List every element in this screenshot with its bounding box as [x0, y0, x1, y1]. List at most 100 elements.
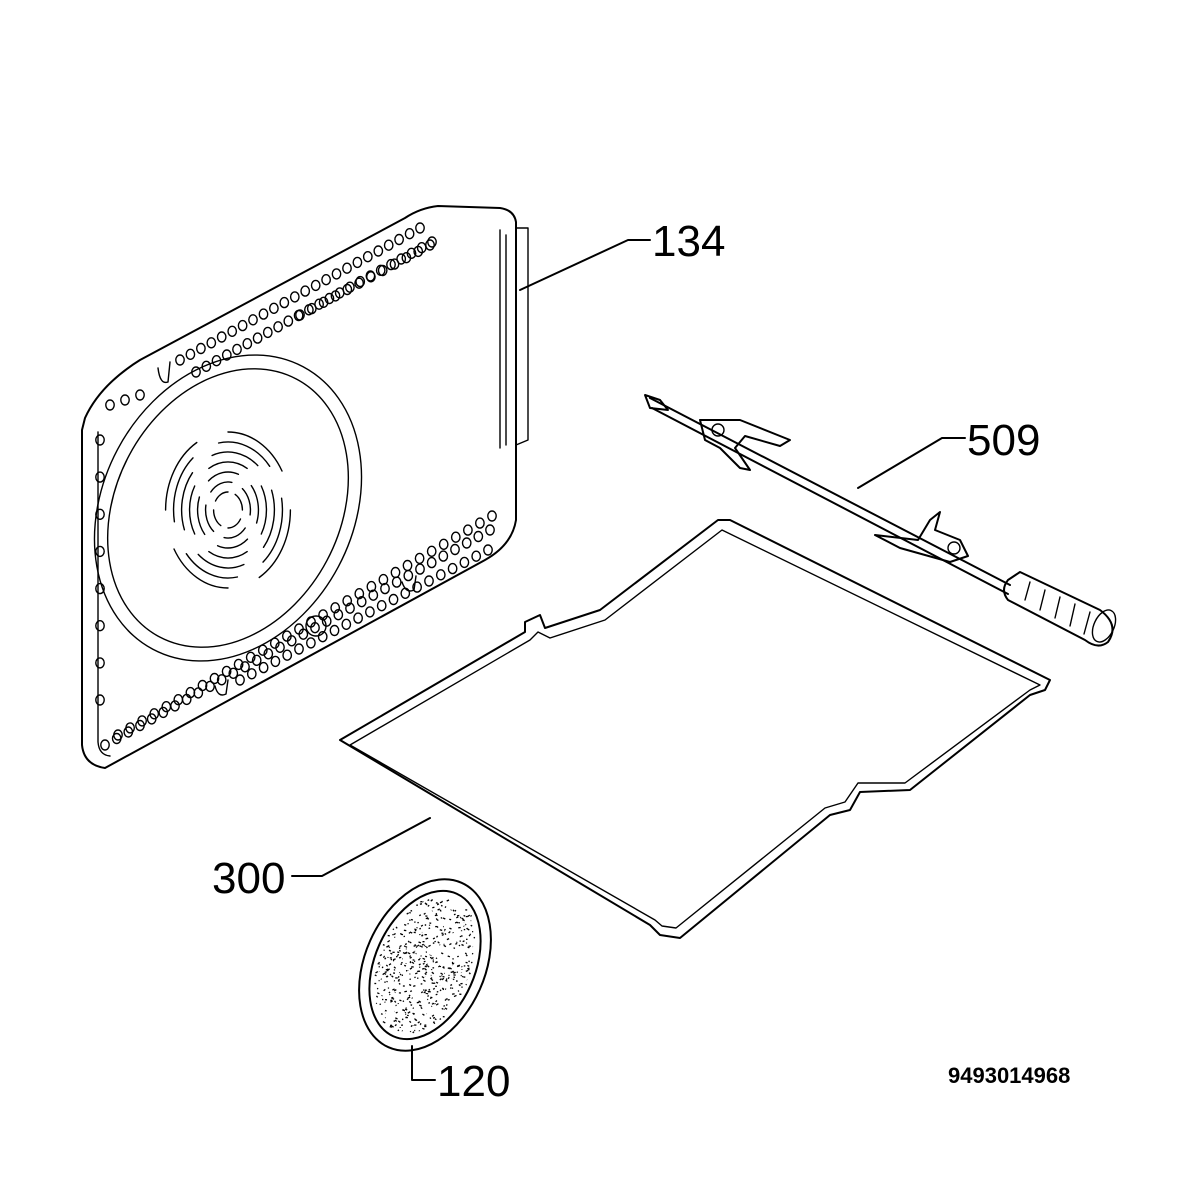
mesh-speck — [429, 922, 432, 925]
vent-hole — [324, 292, 335, 305]
mesh-speck — [439, 989, 442, 992]
mesh-speck — [409, 978, 412, 981]
mesh-speck — [398, 947, 401, 950]
vent-hole — [414, 552, 425, 565]
mesh-speck — [435, 1000, 438, 1003]
vent-hole — [373, 245, 384, 257]
mesh-speck — [419, 1004, 422, 1007]
vent-hole — [235, 674, 245, 686]
mesh-speck — [420, 924, 424, 927]
vent-hole — [378, 573, 389, 586]
vent-hole — [380, 582, 390, 595]
mesh-speck — [413, 945, 416, 947]
mesh-speck — [424, 972, 427, 976]
fan-grille-slot — [164, 441, 198, 511]
mesh-speck — [393, 932, 396, 936]
mesh-speck — [434, 1018, 437, 1021]
vent-hole — [365, 271, 376, 283]
mesh-speck — [384, 971, 388, 974]
mesh-speck — [442, 975, 445, 978]
mesh-speck — [422, 1013, 425, 1016]
fan-grille-slot — [262, 497, 284, 563]
mesh-speck — [405, 946, 408, 948]
mesh-speck — [425, 903, 428, 906]
vent-hole — [232, 343, 242, 356]
gasket-frame-inner — [349, 529, 1041, 929]
mesh-speck — [415, 952, 417, 955]
vent-hole — [95, 508, 105, 520]
mesh-speck — [453, 913, 456, 916]
vent-hole — [412, 581, 422, 593]
vent-hole — [221, 665, 232, 678]
fan-grille-slot — [196, 496, 206, 536]
vent-hole — [330, 290, 341, 302]
vent-hole — [262, 326, 273, 339]
vent-hole — [185, 348, 196, 360]
vent-hole — [345, 602, 355, 614]
vent-hole — [206, 337, 217, 349]
mesh-speck — [432, 960, 435, 963]
mesh-speck — [388, 963, 392, 966]
mesh-speck — [380, 1013, 383, 1015]
mesh-speck — [442, 917, 446, 920]
mesh-speck — [419, 1023, 422, 1025]
mesh-speck — [389, 973, 392, 976]
fan-grille-slot — [217, 441, 271, 467]
mesh-speck — [449, 918, 452, 921]
fan-grille-slot — [223, 527, 246, 539]
mesh-speck — [473, 936, 476, 939]
mesh-speck — [455, 942, 458, 945]
vent-hole — [438, 538, 449, 550]
mesh-speck — [376, 992, 380, 995]
mesh-speck — [439, 901, 443, 904]
vent-hole — [100, 739, 110, 751]
mesh-speck — [415, 946, 418, 949]
spit-pointed-tip — [644, 394, 669, 411]
mesh-speck — [375, 971, 379, 974]
mesh-speck — [439, 929, 443, 932]
mesh-speck — [466, 928, 470, 931]
mesh-speck — [447, 967, 451, 970]
vent-hole — [321, 274, 331, 286]
mesh-speck — [435, 913, 438, 917]
vent-hole — [281, 630, 292, 642]
vent-hole — [401, 252, 412, 264]
vent-hole — [396, 253, 407, 265]
mesh-speck — [421, 943, 425, 946]
callout-label-509: 509 — [967, 416, 1040, 465]
vent-hole — [317, 631, 328, 643]
mesh-speck — [448, 931, 451, 934]
mesh-speck — [461, 917, 465, 921]
mesh-speck — [424, 902, 427, 905]
rotisserie-spit — [644, 394, 1117, 647]
mesh-speck — [394, 1024, 397, 1027]
vent-hole — [342, 595, 353, 607]
mesh-speck — [397, 979, 400, 982]
vent-hole — [158, 706, 169, 719]
mesh-speck — [447, 955, 451, 958]
mesh-speck — [399, 999, 402, 1002]
mesh-speck — [439, 1018, 442, 1021]
mesh-speck — [439, 978, 442, 981]
vent-hole — [415, 222, 425, 234]
vent-hole — [426, 545, 437, 557]
mesh-speck — [461, 943, 464, 947]
mesh-speck — [406, 998, 409, 1001]
mesh-speck — [431, 982, 434, 985]
mesh-speck — [423, 912, 426, 915]
mesh-speck — [465, 954, 468, 957]
mesh-speck — [450, 984, 453, 987]
panel-notch — [401, 575, 417, 592]
vent-hole — [471, 550, 482, 562]
vent-hole — [228, 667, 239, 679]
mesh-speck — [444, 998, 447, 1001]
mesh-speck — [427, 994, 430, 998]
vent-hole — [258, 308, 269, 320]
fan-grille-slot — [208, 550, 248, 559]
vent-hole — [216, 674, 227, 686]
fan-grille-slot — [214, 491, 229, 502]
mesh-speck — [457, 990, 460, 992]
mesh-speck — [414, 921, 416, 923]
mesh-speck — [412, 1007, 415, 1010]
vent-hole — [135, 389, 145, 401]
